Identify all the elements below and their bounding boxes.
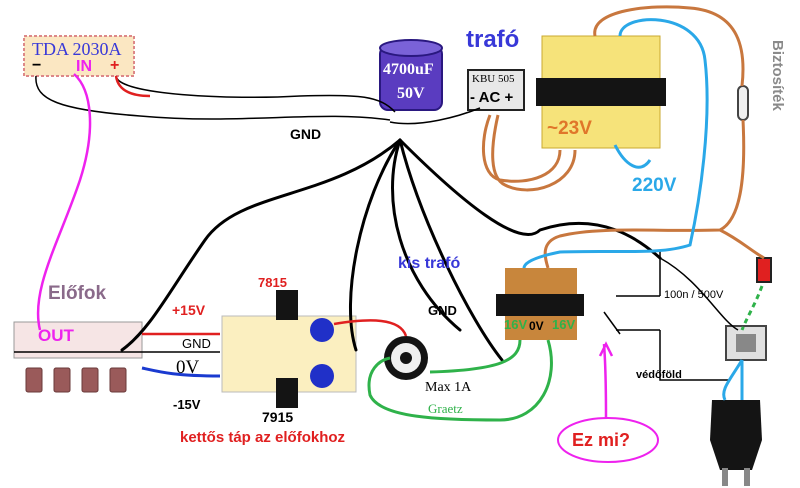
supply-blue-wire [141, 366, 221, 378]
regulator-7915 [276, 378, 298, 408]
supply-zero: 0V [176, 357, 200, 378]
fuse-body [737, 85, 749, 121]
rectifier-part: KBU 505 [472, 73, 515, 85]
tda-box [23, 35, 135, 77]
rectifier-pins: - AC + [470, 89, 514, 106]
supply-plus15: +15V [172, 302, 206, 318]
bridge-name: Graetz [428, 401, 463, 416]
mains-plug [710, 400, 762, 470]
brown-wires [481, 5, 765, 269]
supply-gnd: GND [182, 336, 211, 351]
preamp-title: Előfok [48, 283, 107, 304]
transformer-core [536, 78, 666, 106]
wire-gnd-mid: GND [428, 303, 457, 318]
mains-voltage: 220V [632, 175, 677, 196]
supply-cap-2 [310, 364, 334, 388]
tda-plus-pin: + [110, 57, 120, 74]
supply-caption: kettős táp az előfokhoz [180, 429, 346, 446]
small-transformer-core [496, 294, 584, 316]
regulator-7815 [276, 290, 298, 320]
question-label: Ez mi? [572, 430, 631, 450]
preamp-pins [25, 367, 127, 393]
regulator-neg-label: 7915 [262, 409, 294, 425]
small-transformer-tap-3: 16V [552, 317, 576, 332]
transformer-title: trafó [466, 26, 520, 53]
earth-label: védőföld [636, 369, 682, 381]
black-wires [120, 138, 662, 362]
tda-chip-label: TDA 2030A [32, 39, 122, 59]
snubber-label: 100n / 500V [664, 289, 724, 301]
question-bubble [557, 417, 659, 463]
tda-minus-pin: − [32, 57, 42, 74]
capacitor-value: 4700uF [383, 61, 434, 78]
red-wires [114, 75, 408, 337]
magenta-wires [36, 73, 614, 419]
blue-wires [522, 18, 744, 401]
thin-black-wires [14, 75, 739, 381]
small-transformer-title: kis trafó [398, 255, 461, 272]
capacitor-top [379, 39, 443, 57]
supply-cap-1 [310, 318, 334, 342]
capacitor-voltage: 50V [397, 85, 425, 102]
transformer-secondary: ~23V [547, 118, 592, 139]
tda-in-pin: IN [76, 58, 92, 75]
small-transformer-tap-2: 0V [529, 319, 544, 333]
preamp-out: OUT [38, 326, 74, 345]
rectifier-body [467, 69, 525, 111]
earth-stripe [740, 285, 764, 331]
fuse-label: Biztosíték [769, 40, 786, 111]
supply-minus15: -15V [173, 397, 201, 412]
green-wires [367, 339, 553, 422]
wire-gnd-top: GND [290, 126, 322, 142]
red-switch [756, 257, 772, 283]
bridge-note: Max 1A [425, 380, 472, 395]
small-transformer-tap-1: 16V [504, 317, 528, 332]
regulator-pos-label: 7815 [258, 275, 287, 290]
